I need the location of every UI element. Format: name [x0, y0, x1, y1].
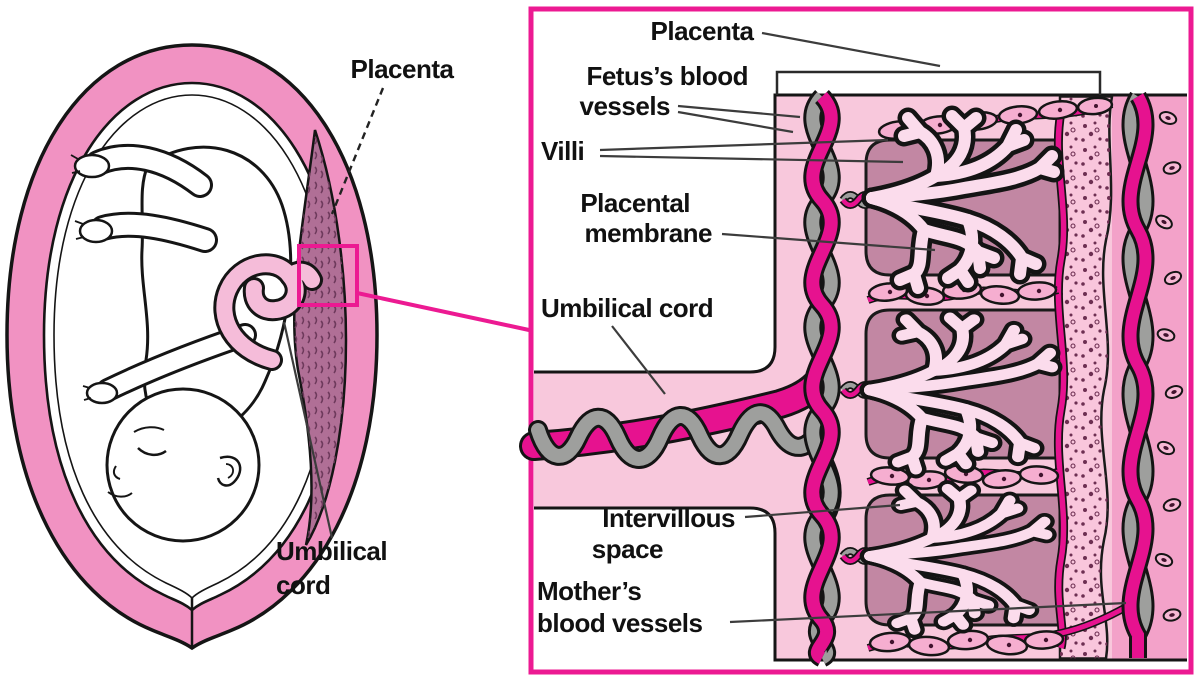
umbilical-leader-left	[282, 321, 334, 539]
fetus-eye	[137, 447, 167, 457]
fetus-vessels-leader-1	[677, 104, 801, 119]
mothers-vessels-leader	[729, 601, 1127, 624]
membrane-leader	[721, 232, 936, 252]
placenta-leader-left	[330, 87, 385, 215]
fetus-head	[105, 387, 261, 543]
zoom-connector-line	[356, 291, 530, 332]
villi-leader-1	[599, 138, 889, 152]
umbilical-cord-left	[213, 253, 323, 371]
fetus-ear	[216, 455, 242, 487]
cell-row-bottom	[866, 602, 1130, 657]
left-panel: Placenta Umbilical cord	[5, 43, 530, 651]
label-placenta-inset: Placenta	[651, 16, 755, 46]
fetus-legs	[70, 144, 218, 253]
label-placenta-left: Placenta	[351, 54, 455, 84]
cell-row-mid1	[866, 280, 1060, 306]
label-umbilical-line2-left: cord	[276, 570, 330, 600]
label-fetus-vessels-line1: Fetus’s blood	[586, 61, 748, 91]
label-umbilical-inset: Umbilical cord	[541, 293, 713, 323]
label-membrane-line2: membrane	[585, 218, 713, 248]
decidual-cell-rows	[866, 96, 1130, 657]
fetus-vessels-leader-2	[677, 110, 794, 134]
label-mothers-line2: blood vessels	[537, 608, 702, 638]
villi-leader-2	[599, 154, 904, 164]
intervillous-leader	[744, 503, 901, 519]
placenta-crescent	[293, 129, 348, 546]
fetal-plate-outline-top	[534, 93, 1187, 374]
label-intervillous-line2: space	[592, 534, 663, 564]
umbilical-leader-inset	[611, 325, 666, 395]
spiral-artery-vessel	[1053, 111, 1069, 650]
maternal-vessels-twist	[1121, 91, 1155, 658]
inset-panel: Placenta Fetus’s blood vessels Villi Pla…	[519, 6, 1194, 675]
zoom-box	[297, 244, 359, 307]
label-intervillous-line1: Intervillous	[602, 503, 735, 533]
fetal-vessels-twist	[803, 89, 841, 667]
placenta-bracket	[775, 70, 1102, 95]
label-villi: Villi	[541, 136, 584, 166]
maternal-blood-cells	[1154, 111, 1184, 622]
fetus-figure	[70, 144, 323, 543]
label-membrane-line1: Placental	[580, 188, 690, 218]
label-mothers-line1: Mother’s	[537, 576, 641, 606]
label-umbilical-line1-left: Umbilical	[276, 536, 387, 566]
label-fetus-vessels-line2: vessels	[580, 91, 671, 121]
decidua-dotted-band	[1058, 95, 1114, 660]
cell-row-mid2	[866, 464, 1060, 490]
placenta-leader	[761, 31, 941, 68]
inset-leader-lines	[599, 31, 1127, 624]
